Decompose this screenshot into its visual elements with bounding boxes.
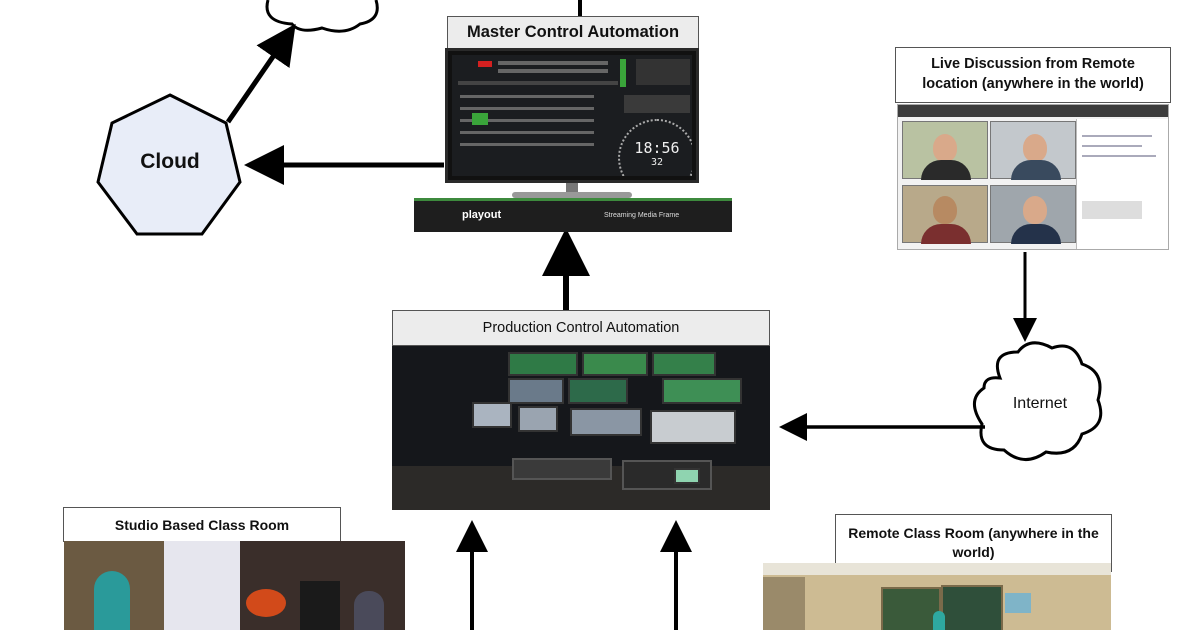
monitor-clock <box>618 119 692 176</box>
playout-rack-device <box>414 198 732 232</box>
classroom-window <box>763 577 805 630</box>
studio-classroom-photo <box>64 541 405 630</box>
playlist-row <box>460 131 594 134</box>
playout-model-label: Streaming Media Frame <box>604 212 680 219</box>
monitor-audio-meter <box>620 59 626 87</box>
pc-monitor <box>568 378 628 404</box>
studio-camera <box>300 581 340 630</box>
internet-cloud-shape <box>973 341 1103 461</box>
cloud-label: Cloud <box>140 150 200 173</box>
video-conference-screenshot <box>897 104 1169 250</box>
monitor-toolbar <box>458 81 618 85</box>
cloud-heptagon-shape <box>96 93 242 236</box>
pc-monitor <box>662 378 742 404</box>
pc-monitor <box>582 352 648 376</box>
studio-camera-operator <box>354 591 384 630</box>
production-control-label: Production Control Automation <box>392 310 770 346</box>
pc-vision-mixer <box>512 458 612 480</box>
chat-line <box>1082 145 1142 147</box>
master-control-monitor: 18:56 32 <box>445 48 699 183</box>
remote-classroom-photo <box>763 563 1111 630</box>
pc-monitor <box>652 352 716 376</box>
monitor-status-bar <box>498 69 608 73</box>
cloud-to-top-cloud-arrow <box>225 23 296 124</box>
pc-monitor <box>508 352 578 376</box>
classroom-teacher <box>933 611 945 630</box>
production-control-room-photo <box>392 346 770 510</box>
shared-document-thumb <box>1082 201 1142 219</box>
participant-tile <box>902 121 988 180</box>
participant-tile <box>990 121 1076 180</box>
classroom-chalkboard <box>881 587 941 630</box>
playlist-row <box>460 119 594 122</box>
playout-brand-logo: playout <box>462 209 502 221</box>
monitor-button-grid <box>624 95 690 113</box>
participant-tile <box>990 185 1076 244</box>
clock-time: 18:56 <box>634 139 680 157</box>
pc-monitor <box>508 378 564 404</box>
pc-small-display <box>674 468 700 484</box>
monitor-status-bar <box>498 61 608 65</box>
remote-classroom-label: Remote Class Room (anywhere in the world… <box>835 514 1112 572</box>
pc-monitor <box>472 402 512 428</box>
chat-line <box>1082 135 1152 137</box>
monitor-stand-base <box>512 192 632 198</box>
classroom-ceiling <box>763 563 1111 575</box>
pc-monitor <box>570 408 642 436</box>
studio-presenter <box>94 571 130 630</box>
pc-monitor <box>518 406 558 432</box>
pc-monitor <box>650 410 736 444</box>
internet-label: Internet <box>1012 395 1068 412</box>
classroom-chalkboard <box>941 585 1003 630</box>
vc-title-bar <box>898 105 1168 117</box>
studio-classroom-label: Studio Based Class Room <box>63 507 341 542</box>
top-cloud-shape <box>265 0 379 33</box>
pc-audio-console <box>622 460 712 490</box>
monitor-thumbnail <box>472 113 488 125</box>
clock-seconds: 32 <box>650 157 664 168</box>
master-control-label: Master Control Automation <box>447 16 699 49</box>
playlist-row <box>460 143 594 146</box>
vc-chat-panel <box>1076 119 1168 249</box>
studio-whiteboard <box>164 541 240 630</box>
monitor-preview-window <box>636 59 690 85</box>
monitor-screen: 18:56 32 <box>452 55 692 176</box>
monitor-on-air-indicator <box>478 61 492 67</box>
playlist-row <box>460 107 594 110</box>
participant-tile <box>902 185 988 244</box>
classroom-poster <box>1005 593 1031 613</box>
live-discussion-label: Live Discussion from Remote location (an… <box>895 47 1171 103</box>
chat-line <box>1082 155 1156 157</box>
studio-screen-graphic <box>246 589 286 617</box>
playlist-row <box>460 95 594 98</box>
